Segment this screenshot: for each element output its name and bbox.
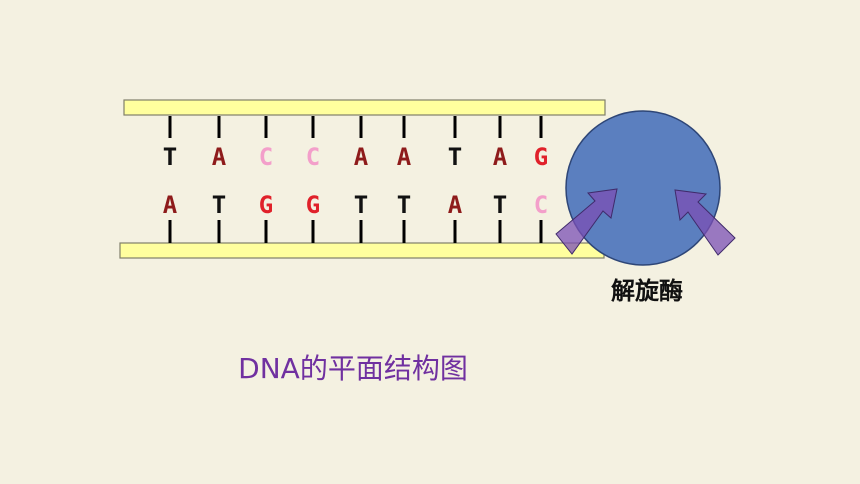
top-base-2: A <box>212 143 227 171</box>
top-backbone <box>123 99 606 116</box>
bottom-base-6: T <box>397 191 411 219</box>
top-base-7: T <box>448 143 462 171</box>
bottom-base-1: A <box>163 191 178 219</box>
bottom-backbone <box>119 242 605 259</box>
left-arrow-icon <box>555 188 618 255</box>
top-base-5: A <box>354 143 369 171</box>
right-arrow-icon <box>674 189 736 256</box>
bottom-base-2: T <box>212 191 226 219</box>
top-base-4: C <box>306 143 320 171</box>
top-base-3: C <box>259 143 273 171</box>
bottom-base-4: G <box>306 191 320 219</box>
enzyme-label: 解旋酶 <box>611 277 683 305</box>
bottom-base-9: C <box>534 191 548 219</box>
top-base-9: G <box>534 143 548 171</box>
top-base-8: A <box>493 143 508 171</box>
helicase-enzyme <box>565 110 721 266</box>
top-base-1: T <box>163 143 177 171</box>
bottom-base-8: T <box>493 191 507 219</box>
diagram-caption: DNA的平面结构图 <box>238 352 468 385</box>
bottom-base-5: T <box>354 191 368 219</box>
bottom-base-7: A <box>448 191 463 219</box>
bottom-base-3: G <box>259 191 273 219</box>
top-base-6: A <box>397 143 412 171</box>
